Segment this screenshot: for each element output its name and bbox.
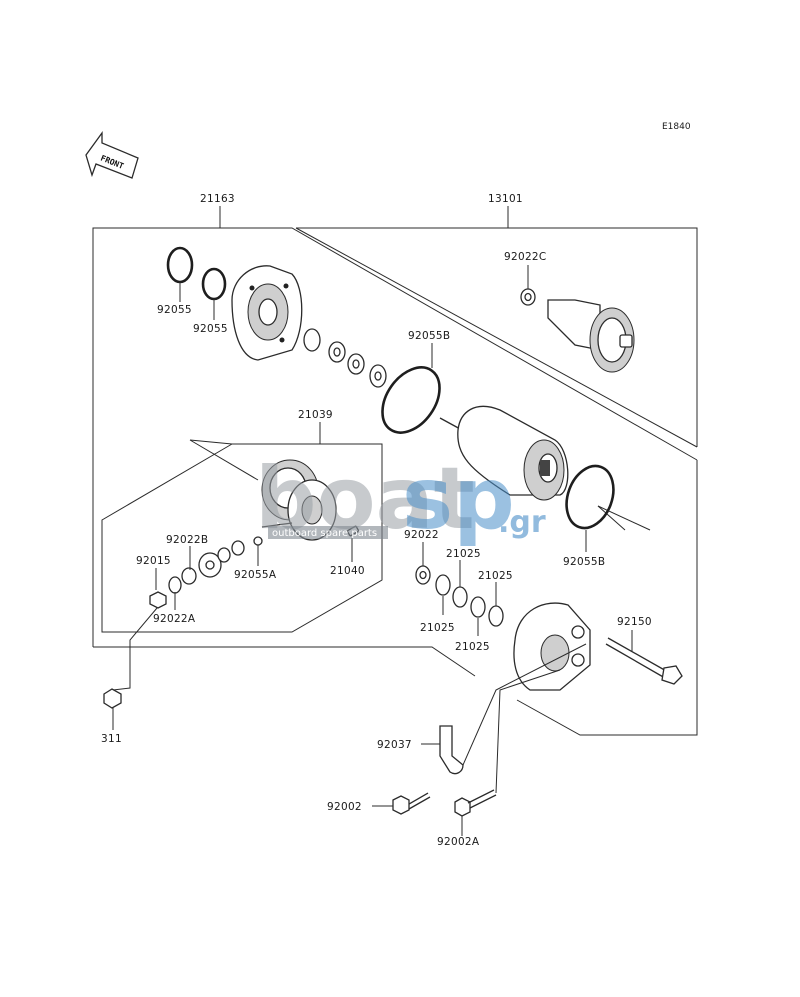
label-92055-a: 92055 (157, 304, 192, 316)
nut-311 (103, 607, 158, 730)
rear-bracket (513, 602, 591, 691)
label-92002a: 92002A (437, 836, 480, 848)
terminal-lead-92037 (421, 643, 587, 775)
label-92015: 92015 (136, 555, 171, 567)
o-ring-92055-a (166, 246, 194, 302)
watermark: boat sp .gr outboard spare parts (255, 449, 546, 549)
label-92022c: 92022C (504, 251, 547, 263)
o-ring-92055-b (201, 267, 227, 320)
watermark-blue: sp (402, 449, 515, 549)
end-cover-housing (231, 265, 303, 361)
label-92055b-top: 92055B (408, 330, 450, 342)
label-92037: 92037 (377, 739, 412, 751)
brush-holder-assembly (261, 459, 337, 541)
assembly-frame-lines (92, 206, 698, 736)
label-21040: 21040 (330, 565, 365, 577)
washer-stack-lower-left (149, 525, 360, 610)
label-21025-a: 21025 (446, 548, 481, 560)
front-arrow-icon: FRONT (85, 131, 139, 179)
label-92022a: 92022A (153, 613, 196, 625)
watermark-domain: .gr (498, 505, 546, 540)
label-21025-b: 21025 (478, 570, 513, 582)
starter-drive-gear (520, 265, 635, 373)
watermark-tagline: outboard spare parts (272, 528, 377, 539)
label-92150: 92150 (617, 616, 652, 628)
label-92022b: 92022B (166, 534, 208, 546)
label-92002: 92002 (327, 801, 362, 813)
starter-motor-armature (439, 405, 569, 501)
long-bolt-92150 (605, 630, 683, 685)
label-92055a: 92055A (234, 569, 277, 581)
label-92022: 92022 (404, 529, 439, 541)
part-labels: 21163 13101 92022C 92055 92055 92055B 21… (101, 193, 652, 848)
label-92055-b: 92055 (193, 323, 228, 335)
bolt-92002 (372, 792, 431, 815)
label-21025-d: 21025 (455, 641, 490, 653)
washer-stack-top (303, 328, 387, 388)
o-ring-92055b-bottom (565, 464, 615, 552)
label-311: 311 (101, 733, 122, 745)
label-21039: 21039 (298, 409, 333, 421)
ref-code: E1840 (662, 122, 691, 132)
washer-stack-lower-right (415, 542, 504, 636)
label-92055b-bottom: 92055B (563, 556, 605, 568)
o-ring-92055b-top (381, 343, 441, 434)
bolt-92002a (454, 669, 561, 836)
label-21163: 21163 (200, 193, 235, 205)
label-13101: 13101 (488, 193, 523, 205)
label-21025-c: 21025 (420, 622, 455, 634)
